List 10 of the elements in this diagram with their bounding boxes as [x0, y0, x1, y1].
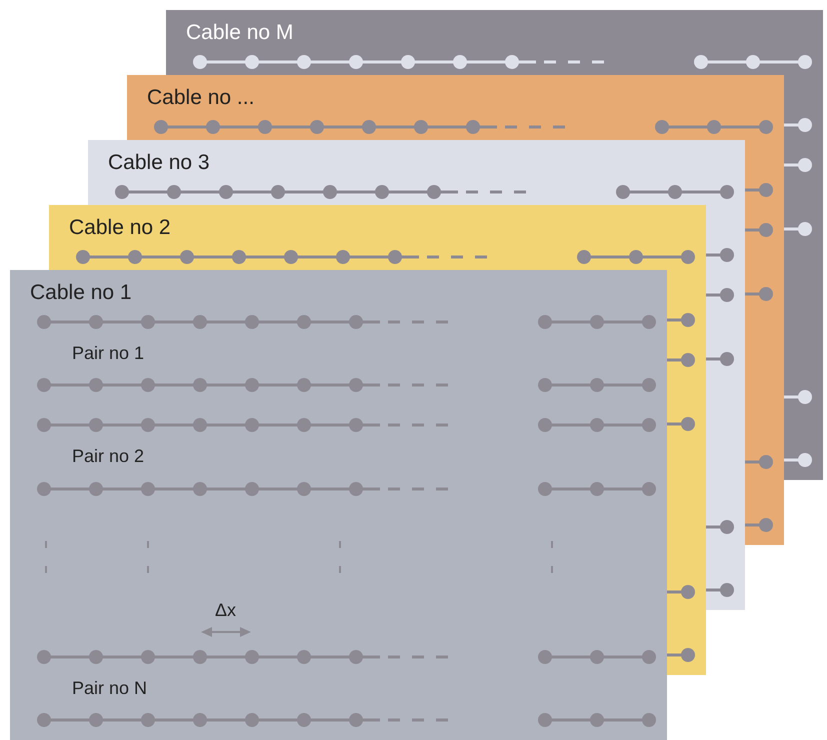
dimension-label: Δx	[215, 600, 236, 621]
sheet-title: Cable no 1	[30, 281, 132, 305]
sheet-title: Cable no 3	[108, 151, 210, 175]
pair-label: Pair no N	[72, 678, 148, 699]
sheet-title: Cable no 2	[69, 216, 171, 240]
pair-label: Pair no 1	[72, 343, 144, 364]
pair-label: Pair no 2	[72, 446, 144, 467]
cable-sheet	[10, 270, 667, 740]
sheet-title: Cable no M	[186, 21, 294, 45]
sheet-title: Cable no ...	[147, 86, 254, 110]
